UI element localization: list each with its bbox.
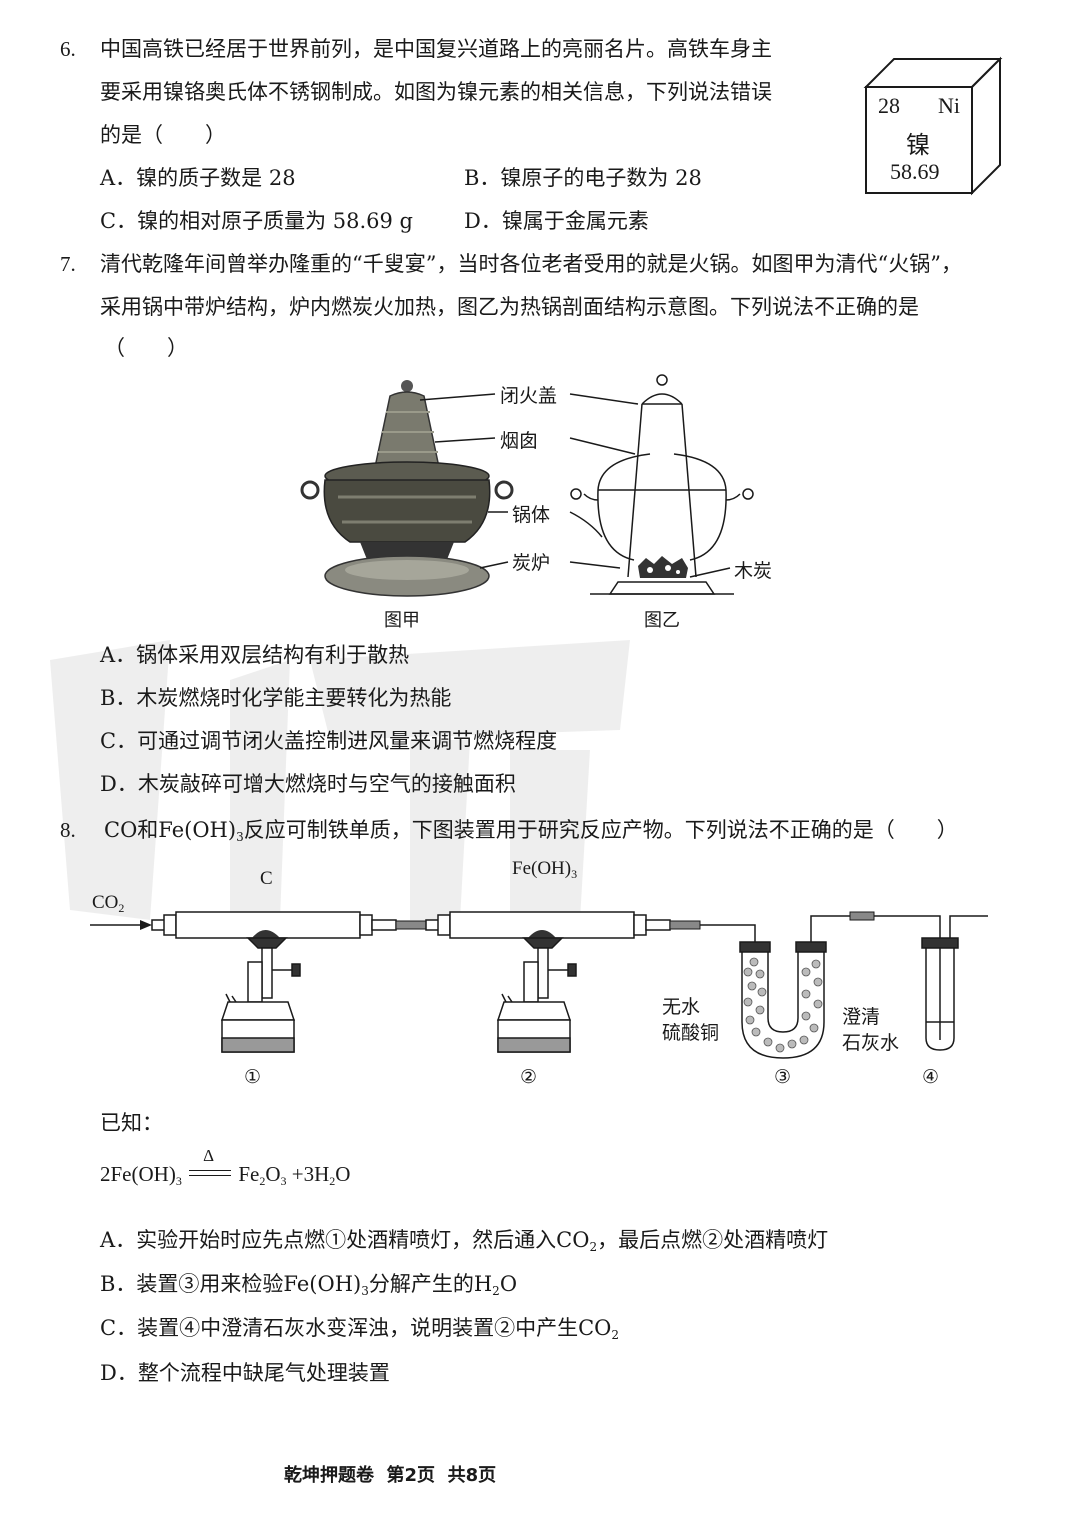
label-apparatus-3: ③ xyxy=(774,1066,792,1088)
label-limewater-line2: 石灰水 xyxy=(842,1032,900,1054)
known-label: 已知： xyxy=(100,1111,163,1135)
q8-option-d: D．整个流程中缺尾气处理装置 xyxy=(100,1361,390,1385)
q8-number: 8. xyxy=(60,818,76,842)
q8-option-c: C．装置④中澄清石灰水变浑浊，说明装置②中产生CO2 xyxy=(100,1316,619,1342)
q7-option-d: D．木炭敲碎可增大燃烧时与空气的接触面积 xyxy=(100,772,516,796)
q8-stem: CO和Fe(OH)3反应可制铁单质，下图装置用于研究反应产物。下列说法不正确的是… xyxy=(104,818,958,844)
label-stove: 炭炉 xyxy=(512,552,551,574)
apparatus-diagram: CO2 C Fe(OH)3 无水 硫酸铜 澄清 石灰水 ① ② ③ ④ xyxy=(80,852,1000,1097)
q7-stem-line2: 采用锅中带炉结构，炉内燃炭火加热，图乙为热锅剖面结构示意图。下列说法不正确的是 xyxy=(100,295,919,319)
q6-option-a: A．镍的质子数是 28 xyxy=(100,166,296,190)
caption-figure-b: 图乙 xyxy=(644,610,680,631)
charcoal-pile xyxy=(638,556,688,578)
test-tube xyxy=(921,915,988,1051)
q6-stem-line1: 中国高铁已经居于世界前列，是中国复兴道路上的亮丽名片。高铁车身主 xyxy=(100,37,772,61)
label-apparatus-2: ② xyxy=(520,1066,538,1088)
label-charcoal: 木炭 xyxy=(734,560,773,582)
atomic-number: 28 xyxy=(878,93,900,118)
label-carbon: C xyxy=(260,868,273,889)
q6-option-b: B．镍原子的电子数为 28 xyxy=(464,166,702,190)
q6-stem-line3: 的是（ ） xyxy=(100,123,226,147)
hotpot-figure: 闭火盖 烟囱 锅体 炭炉 木炭 图甲 图乙 xyxy=(290,372,800,631)
label-lid: 闭火盖 xyxy=(500,385,558,407)
element-cube-outline xyxy=(863,56,1003,196)
label-chimney: 烟囱 xyxy=(500,430,539,452)
hotpot-illustration xyxy=(300,374,754,597)
q6-number: 6. xyxy=(60,37,76,61)
reaction-condition-sign: Δ xyxy=(187,1146,233,1188)
label-apparatus-1: ① xyxy=(244,1066,262,1088)
label-limewater-line1: 澄清 xyxy=(842,1006,881,1028)
page-footer: 乾坤押题卷 第2页 共8页 xyxy=(284,1465,497,1486)
label-apparatus-4: ④ xyxy=(922,1066,940,1088)
q7-option-c: C．可通过调节闭火盖控制进风量来调节燃烧程度 xyxy=(100,729,558,753)
alcohol-blowtorch-2 xyxy=(496,937,577,1053)
q7-option-a: A．锅体采用双层结构有利于散热 xyxy=(100,643,410,667)
atomic-mass: 58.69 xyxy=(890,159,940,184)
q7-number: 7. xyxy=(60,252,76,276)
q8-option-b: B．装置③用来检验Fe(OH)3分解产生的H2O xyxy=(100,1272,518,1298)
hotpot-photo xyxy=(300,380,514,597)
q7-stem-line1: 清代乾隆年间曾举办隆重的“千叟宴”，当时各位老者受用的就是火锅。如图甲为清代“火… xyxy=(100,252,962,276)
u-tube xyxy=(739,941,827,1059)
element-symbol: Ni xyxy=(938,93,960,118)
decomposition-equation: 2Fe(OH)3 Δ Fe2O3 +3H2O xyxy=(100,1146,351,1188)
label-pot-body: 锅体 xyxy=(512,504,551,526)
label-cuso4-line1: 无水 xyxy=(662,996,701,1018)
apparatus-illustration xyxy=(90,911,988,1059)
u-tube-granules xyxy=(743,957,823,1053)
label-co2-inlet: CO2 xyxy=(92,892,125,915)
element-name: 镍 xyxy=(906,131,930,159)
label-iron-hydroxide: Fe(OH)3 xyxy=(512,858,578,881)
q6-stem-line2: 要采用镍铬奥氏体不锈钢制成。如图为镍元素的相关信息，下列说法错误 xyxy=(100,80,772,104)
nickel-element-cell: 28 Ni 镍 58.69 xyxy=(860,55,1010,200)
q8-option-a: A．实验开始时应先点燃①处酒精喷灯，然后通入CO2，最后点燃②处酒精喷灯 xyxy=(100,1228,829,1254)
alcohol-blowtorch-1 xyxy=(220,937,301,1053)
q7-option-b: B．木炭燃烧时化学能主要转化为热能 xyxy=(100,686,452,710)
q6-option-d: D．镍属于金属元素 xyxy=(464,209,649,233)
caption-figure-a: 图甲 xyxy=(384,610,420,631)
hotpot-cross-section xyxy=(570,374,754,595)
label-cuso4-line2: 硫酸铜 xyxy=(662,1022,720,1044)
q6-option-c: C．镍的相对原子质量为 58.69 g xyxy=(100,209,413,233)
q7-stem-line3: （ ） xyxy=(104,336,188,360)
